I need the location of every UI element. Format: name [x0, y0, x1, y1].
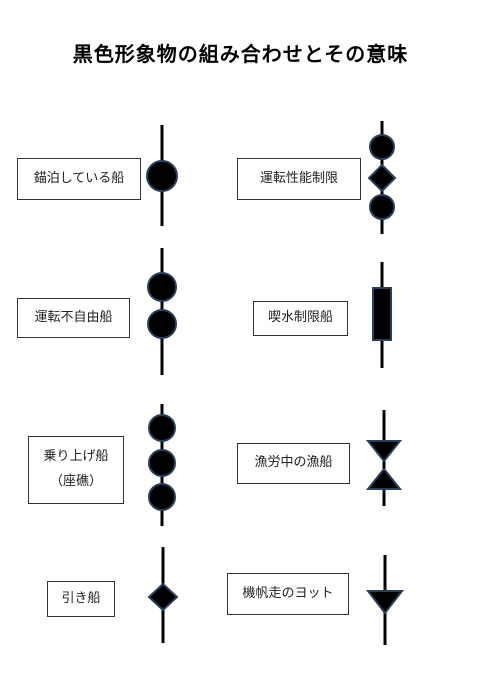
label-towing-vessel: 引き船: [47, 581, 115, 617]
label-not-under-command: 運転不自由船: [17, 298, 130, 338]
label-text: 運転不自由船: [34, 309, 113, 325]
triangle-down-shape: [365, 440, 403, 463]
shape-aground-vessel: [148, 404, 176, 526]
label-text: 運転性能制限: [259, 170, 338, 186]
ball-shape: [148, 414, 176, 442]
shape-restricted-maneuverability: [367, 121, 397, 234]
triangle-up-shape: [365, 467, 403, 490]
label-constrained-by-draft: 喫水制限船: [253, 301, 348, 336]
label-text: 引き船: [61, 590, 101, 606]
label-text: 喫水制限船: [267, 310, 333, 326]
diamond-shape: [147, 582, 179, 612]
label-text: 錨泊している船: [33, 170, 125, 186]
label-anchored-vessel: 錨泊している船: [17, 158, 141, 200]
label-text-line-2: （座礁）: [49, 474, 102, 489]
label-text: 漁労中の漁船: [254, 455, 333, 471]
shape-not-under-command: [147, 248, 177, 375]
diamond-shape: [367, 163, 397, 193]
shape-anchored-vessel: [146, 125, 178, 226]
label-aground-vessel: 乗り上げ船 （座礁）: [28, 436, 124, 504]
label-text: 機帆走のヨット: [242, 585, 334, 601]
shape-constrained-by-draft: [372, 262, 392, 368]
shape-motor-sailing-yacht: [365, 555, 405, 645]
page-title: 黒色形象物の組み合わせとその意味: [72, 42, 409, 66]
shape-fishing-vessel: [365, 410, 403, 506]
cylinder-shape: [372, 287, 392, 341]
cone-down-shape: [365, 590, 405, 615]
ball-shape: [369, 194, 395, 220]
label-motor-sailing-yacht: 機帆走のヨット: [227, 573, 349, 615]
label-fishing-vessel: 漁労中の漁船: [237, 443, 350, 484]
ball-shape: [148, 449, 176, 477]
ball-shape: [148, 483, 176, 511]
label-restricted-maneuverability: 運転性能制限: [237, 158, 361, 200]
label-text-line-1: 乗り上げ船: [43, 449, 109, 465]
ball-shape: [369, 134, 395, 160]
ball-shape: [147, 309, 177, 339]
ball-shape: [146, 160, 178, 192]
ball-shape: [147, 272, 177, 302]
shape-towing-vessel: [147, 547, 179, 643]
